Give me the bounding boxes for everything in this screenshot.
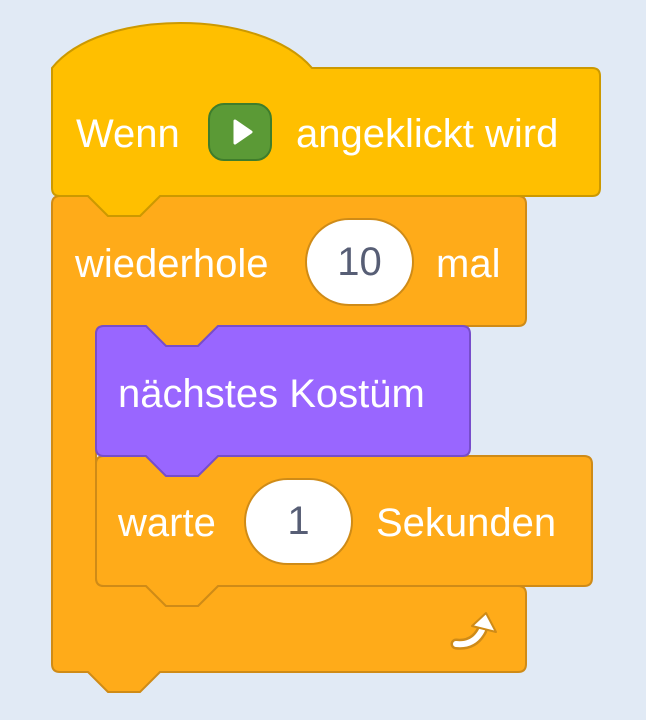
when-flag-clicked-hat-block[interactable] [51,22,601,217]
rotate-arrow-icon [450,612,497,650]
hat-label-clicked: angeklickt wird [296,112,559,156]
repeat-count-input[interactable]: 10 [305,218,414,306]
repeat-label: wiederhole [75,242,269,286]
green-flag-icon [208,103,272,161]
repeat-label-times: mal [436,242,501,286]
wait-label-seconds: Sekunden [376,501,557,545]
play-triangle-icon [233,119,253,145]
next-costume-label: nächstes Kostüm [118,372,425,416]
next-costume-block[interactable] [95,325,471,477]
wait-label: warte [118,501,216,545]
hat-label-when: Wenn [76,112,180,156]
wait-seconds-input[interactable]: 1 [244,478,353,565]
